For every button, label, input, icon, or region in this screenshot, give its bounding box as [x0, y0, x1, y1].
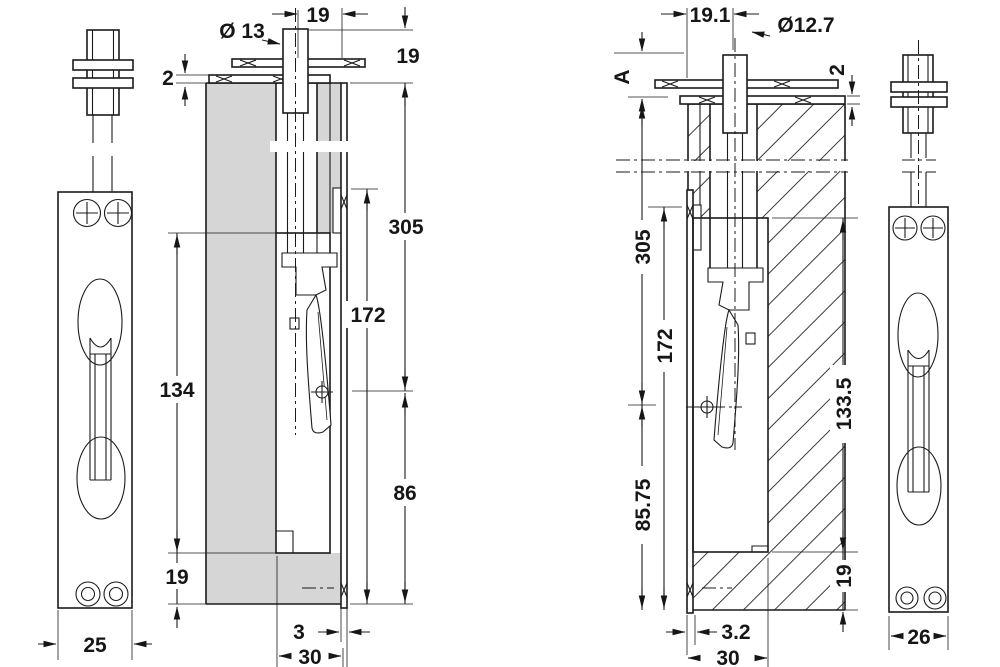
dim-right-screw-distance: 172 — [654, 328, 677, 363]
dim-right-mortise-depth: 30 — [716, 647, 739, 667]
dim-right-bolt-projection: A — [611, 69, 634, 84]
guide-collar — [72, 77, 134, 89]
screw-hole — [923, 586, 947, 610]
front-plate — [888, 206, 949, 613]
dim-left-mortise-depth: 30 — [298, 646, 321, 667]
section-view-right: 19.1 Ø12.7 A 2 305 85.75 172 — [611, 4, 860, 667]
upper-recess — [897, 292, 939, 378]
dim-left-body-length: 134 — [159, 379, 194, 402]
dim-left-overall-length: 305 — [388, 216, 423, 239]
dim-right-overall-length: 305 — [632, 229, 655, 264]
dim-right-bolt-diameter: Ø12.7 — [777, 14, 834, 37]
dim-left-backset: 19 — [306, 4, 329, 27]
front-view-right: 26 — [888, 40, 949, 650]
guide-collar — [72, 59, 134, 71]
phillips-screw-icon — [103, 198, 133, 228]
bolt-rod-top — [86, 29, 120, 116]
countersink-mark — [239, 59, 361, 67]
dim-right-plate-width: 26 — [907, 626, 930, 649]
break-gap — [270, 141, 348, 152]
dim-left-plate-width: 25 — [83, 634, 107, 657]
dim-right-lower-length: 85.75 — [632, 478, 655, 531]
screw-hole — [895, 586, 919, 610]
dim-left-bolt-diameter: Ø 13 — [219, 20, 265, 43]
bolt-lever — [907, 349, 930, 493]
faceplate-boss — [692, 204, 702, 251]
section-view-left: 19 Ø 13 2 19 305 86 172 — [154, 4, 428, 667]
countersink-mark — [340, 194, 348, 598]
phillips-screw-icon — [920, 215, 946, 241]
dim-right-faceplate-thickness: 3.2 — [721, 621, 750, 644]
countersink-mark — [661, 80, 791, 88]
dim-left-lower-length: 86 — [393, 482, 416, 505]
dim-left-bottom-offset: 19 — [165, 566, 188, 589]
phillips-screw-icon — [72, 198, 102, 228]
lower-recess — [896, 446, 942, 526]
lock-body — [692, 217, 769, 553]
upper-recess — [77, 278, 123, 366]
countersink-mark — [215, 75, 290, 83]
bolt-lever — [89, 337, 112, 481]
top-plate — [208, 74, 331, 84]
dim-left-plate-thickness: 2 — [162, 67, 174, 90]
faceplate-boss — [332, 187, 342, 234]
phillips-screw-icon — [892, 215, 918, 241]
dim-left-faceplate-thickness: 3 — [293, 621, 305, 644]
dim-right-plate-thickness: 2 — [826, 64, 849, 76]
top-plate — [679, 95, 846, 105]
dim-right-backset: 19.1 — [690, 4, 731, 27]
break-gap — [684, 161, 846, 171]
spindle-hole — [311, 381, 333, 403]
screw-hole — [103, 581, 129, 607]
faceplate — [686, 189, 694, 614]
dim-left-screw-distance: 172 — [350, 304, 385, 327]
front-plate — [57, 191, 133, 609]
front-view-left: 25 — [38, 29, 152, 660]
dim-left-bolt-projection: 19 — [396, 45, 419, 68]
dim-right-body-length: 133.5 — [833, 377, 856, 430]
screw-hole — [75, 581, 101, 607]
dim-right-bottom-offset: 19 — [833, 564, 856, 587]
lower-recess — [76, 436, 126, 520]
faceplate — [340, 82, 348, 609]
countersink-mark — [698, 96, 812, 104]
countersink-mark — [686, 204, 694, 598]
